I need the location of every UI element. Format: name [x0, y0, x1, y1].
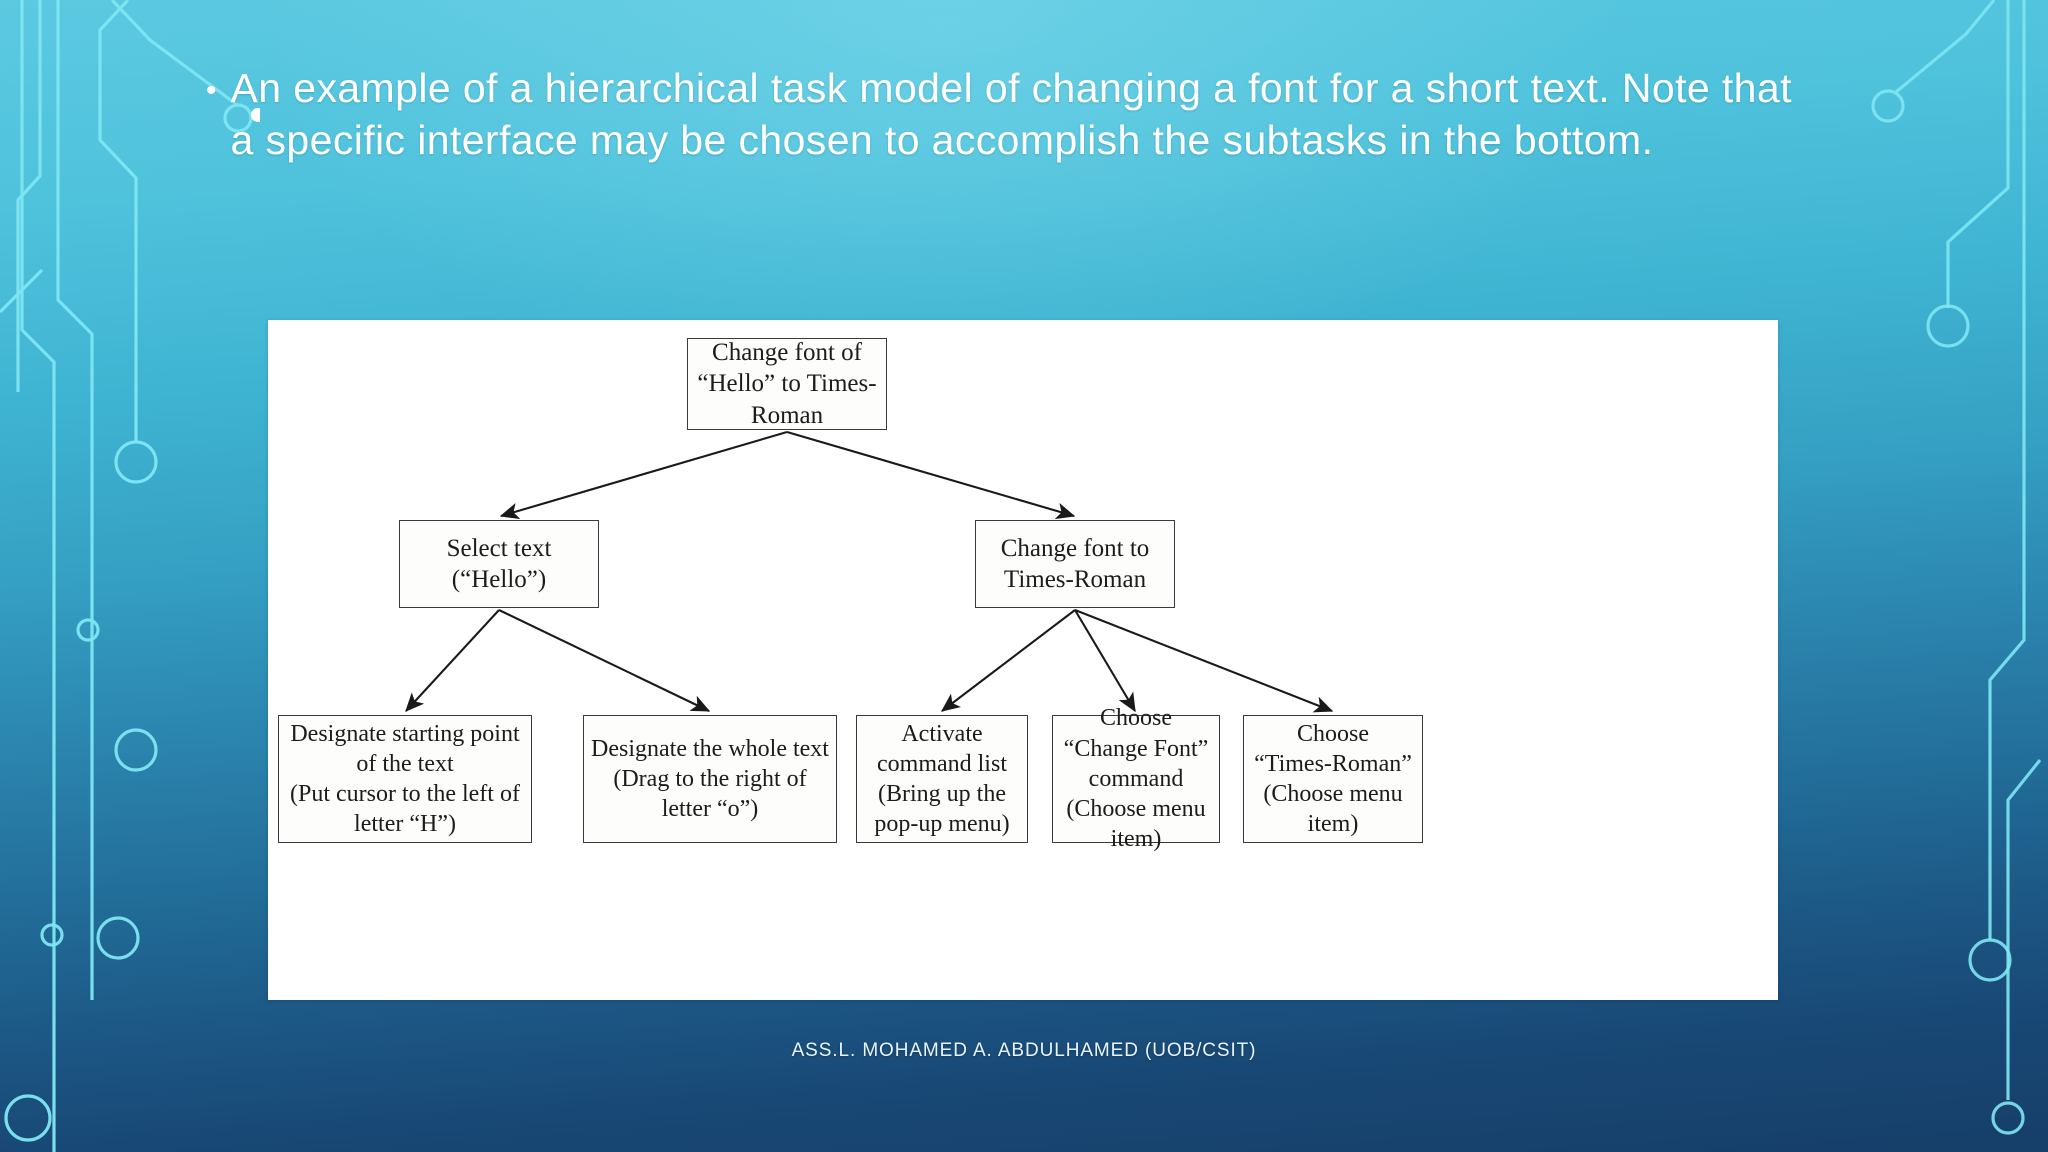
task-node-line: (Bring up the	[878, 781, 1006, 807]
circuit-decoration-left	[0, 0, 260, 1152]
task-node-line: (Choose menu	[1066, 796, 1206, 823]
task-node-line: Times-Roman	[1003, 566, 1147, 593]
task-node-line: (“Hello”)	[451, 566, 547, 593]
task-node-line: “Times-Roman”	[1254, 750, 1412, 777]
task-node-choose-times-roman[interactable]: Choose “Times-Roman” (Choose menu item)	[1243, 715, 1423, 843]
task-node-root[interactable]: Change font of “Hello” to Times- Roman	[687, 338, 887, 430]
task-node-line: Choose	[1100, 705, 1172, 732]
task-node-line: Roman	[750, 401, 824, 429]
task-node-line: pop-up menu)	[874, 811, 1010, 838]
task-node-line: item)	[1307, 811, 1359, 838]
slide-body-text: An example of a hierarchical task model …	[230, 65, 1792, 164]
task-node-activate-command-list[interactable]: Activate command list (Bring up the pop-…	[856, 715, 1028, 843]
task-node-line: Change font of	[712, 338, 862, 366]
task-node-choose-change-font[interactable]: Choose “Change Font” command (Choose men…	[1052, 705, 1220, 852]
task-node-line: Designate the whole text	[591, 735, 829, 762]
task-node-line: “Hello” to Times-	[697, 370, 877, 398]
task-node-line: (Choose menu	[1263, 781, 1403, 807]
diagram-edges	[405, 430, 1334, 713]
bullet-marker-icon: •	[206, 74, 217, 107]
task-node-line: Change font to	[1000, 534, 1150, 562]
task-node-line: Activate	[901, 720, 983, 747]
bullet-item: • An example of a hierarchical task mode…	[206, 62, 1826, 166]
task-node-line: command	[1088, 765, 1184, 792]
task-model-diagram: Change font of “Hello” to Times- Roman S…	[268, 320, 1778, 1000]
slide-body: • An example of a hierarchical task mode…	[206, 62, 1826, 166]
task-node-line: Select text	[446, 534, 552, 562]
task-node-designate-whole[interactable]: Designate the whole text (Drag to the ri…	[583, 715, 837, 843]
task-node-line: letter “H”)	[354, 811, 456, 838]
task-node-line: “Change Font”	[1063, 735, 1209, 762]
task-node-line: Choose	[1297, 720, 1369, 747]
diagram-panel: Change font of “Hello” to Times- Roman S…	[268, 320, 1778, 1000]
task-node-line: item)	[1110, 826, 1162, 853]
slide-footer: ASS.L. MOHAMED A. ABDULHAMED (UOB/CSIT)	[791, 1040, 1257, 1061]
task-node-select-text[interactable]: Select text (“Hello”)	[399, 520, 599, 608]
circuit-decoration-right	[1871, 0, 2042, 1135]
task-node-line: command list	[877, 750, 1007, 777]
task-node-line: Designate starting point	[290, 720, 520, 747]
task-node-designate-start[interactable]: Designate starting point of the text (Pu…	[278, 715, 532, 843]
task-node-change-font[interactable]: Change font to Times-Roman	[975, 520, 1175, 608]
task-node-line: letter “o”)	[661, 796, 759, 823]
task-node-line: (Put cursor to the left of	[290, 781, 520, 807]
task-node-line: of the text	[356, 750, 454, 777]
task-node-line: (Drag to the right of	[613, 765, 807, 792]
